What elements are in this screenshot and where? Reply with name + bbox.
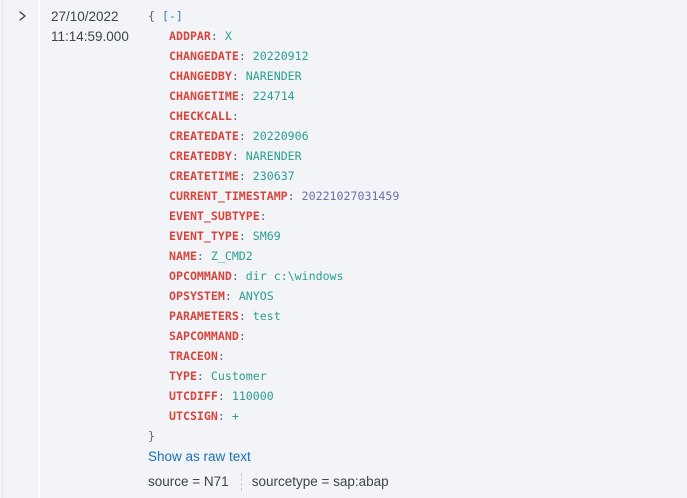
json-key[interactable]: UTCSIGN [169, 409, 218, 423]
json-colon: : [238, 229, 253, 243]
json-field-line: OPSYSTEM: ANYOS [148, 286, 399, 306]
show-raw-text-link[interactable]: Show as raw text [148, 449, 251, 464]
json-open-line: { [-] [148, 6, 399, 26]
json-colon: : [238, 89, 253, 103]
json-colon: : [217, 409, 232, 423]
json-value[interactable]: test [252, 309, 281, 323]
json-value[interactable]: X [224, 29, 232, 43]
json-field-line: UTCSIGN: + [148, 406, 399, 426]
json-value[interactable]: Customer [210, 369, 267, 383]
json-field-line: CHANGETIME: 224714 [148, 86, 399, 106]
json-colon: : [238, 329, 253, 343]
json-colon: : [210, 29, 225, 43]
field-sourcetype[interactable]: sourcetype = sap:abap [251, 474, 389, 489]
close-brace: } [148, 429, 155, 443]
selected-fields: source = N71 sourcetype = sap:abap [148, 472, 389, 492]
json-field-line: CURRENT_TIMESTAMP: 20221027031459 [148, 186, 399, 206]
collapse-toggle[interactable]: [-] [161, 9, 183, 23]
row-left-border [2, 0, 3, 498]
field-separator [240, 473, 242, 491]
json-value[interactable]: 20220912 [252, 49, 309, 63]
json-colon: : [231, 69, 246, 83]
json-key[interactable]: CHANGEDBY [169, 69, 232, 83]
json-key[interactable]: OPCOMMAND [169, 269, 232, 283]
json-key[interactable]: CREATEDATE [169, 129, 239, 143]
event-date: 27/10/2022 [51, 9, 119, 24]
json-field-line: TYPE: Customer [148, 366, 399, 386]
json-field-line: OPCOMMAND: dir c:\windows [148, 266, 399, 286]
json-key[interactable]: PARAMETERS [169, 309, 239, 323]
json-key[interactable]: CHANGEDATE [169, 49, 239, 63]
json-value[interactable]: NARENDER [245, 149, 302, 163]
json-key[interactable]: EVENT_TYPE [169, 229, 239, 243]
json-colon: : [217, 389, 232, 403]
json-key[interactable]: EVENT_SUBTYPE [169, 209, 260, 223]
json-value[interactable]: 110000 [231, 389, 274, 403]
json-key[interactable]: CREATEDBY [169, 149, 232, 163]
event-time: 11:14:59.000 [51, 29, 129, 44]
json-colon: : [196, 369, 211, 383]
json-colon: : [196, 249, 211, 263]
json-colon: : [287, 189, 302, 203]
open-brace: { [148, 9, 155, 23]
json-value[interactable]: ANYOS [238, 289, 274, 303]
json-field-line: CHANGEDBY: NARENDER [148, 66, 399, 86]
json-colon: : [238, 169, 253, 183]
json-key[interactable]: CREATETIME [169, 169, 239, 183]
json-field-line: NAME: Z_CMD2 [148, 246, 399, 266]
json-field-line: CHANGEDATE: 20220912 [148, 46, 399, 66]
json-field-line: UTCDIFF: 110000 [148, 386, 399, 406]
json-colon: : [231, 109, 246, 123]
json-key[interactable]: SAPCOMMAND [169, 329, 239, 343]
json-field-line: CREATEDBY: NARENDER [148, 146, 399, 166]
json-key[interactable]: CURRENT_TIMESTAMP [169, 189, 288, 203]
json-colon: : [238, 49, 253, 63]
field-source-value: N71 [203, 474, 229, 489]
json-colon: : [231, 149, 246, 163]
json-key[interactable]: OPSYSTEM [169, 289, 225, 303]
json-field-line: SAPCOMMAND: [148, 326, 399, 346]
json-close-line: } [148, 426, 399, 446]
json-value[interactable]: 230637 [252, 169, 295, 183]
field-source-name: source [148, 474, 189, 489]
json-value[interactable]: 20220906 [252, 129, 309, 143]
event-timestamp: 27/10/2022 11:14:59.000 [51, 7, 129, 47]
json-value[interactable]: dir c:\windows [245, 269, 344, 283]
json-value[interactable]: 224714 [252, 89, 295, 103]
json-key[interactable]: ADDPAR [169, 29, 211, 43]
json-value[interactable]: NARENDER [245, 69, 302, 83]
json-field-line: CHECKCALL: [148, 106, 399, 126]
json-field-line: CREATEDATE: 20220906 [148, 126, 399, 146]
chevron-right-icon[interactable] [16, 8, 30, 24]
json-colon: : [217, 349, 232, 363]
json-field-line: CREATETIME: 230637 [148, 166, 399, 186]
json-key[interactable]: TYPE [169, 369, 197, 383]
json-key[interactable]: TRACEON [169, 349, 218, 363]
json-colon: : [231, 269, 246, 283]
json-key[interactable]: UTCDIFF [169, 389, 218, 403]
json-value[interactable]: SM69 [252, 229, 281, 243]
json-field-line: ADDPAR: X [148, 26, 399, 46]
field-source[interactable]: source = N71 [148, 474, 229, 489]
json-field-line: EVENT_SUBTYPE: [148, 206, 399, 226]
json-value[interactable]: 20221027031459 [301, 189, 400, 203]
json-field-line: PARAMETERS: test [148, 306, 399, 326]
field-sourcetype-value: sap:abap [333, 474, 389, 489]
json-key[interactable]: CHANGETIME [169, 89, 239, 103]
json-colon: : [259, 209, 274, 223]
json-colon: : [238, 129, 253, 143]
json-key[interactable]: NAME [169, 249, 197, 263]
json-key[interactable]: CHECKCALL [169, 109, 232, 123]
expand-column [3, 0, 40, 498]
json-value[interactable]: Z_CMD2 [210, 249, 253, 263]
json-field-line: EVENT_TYPE: SM69 [148, 226, 399, 246]
json-value[interactable]: + [231, 409, 239, 423]
json-colon: : [238, 309, 253, 323]
field-sourcetype-name: sourcetype [251, 474, 318, 489]
json-colon: : [224, 289, 239, 303]
json-field-line: TRACEON: [148, 346, 399, 366]
